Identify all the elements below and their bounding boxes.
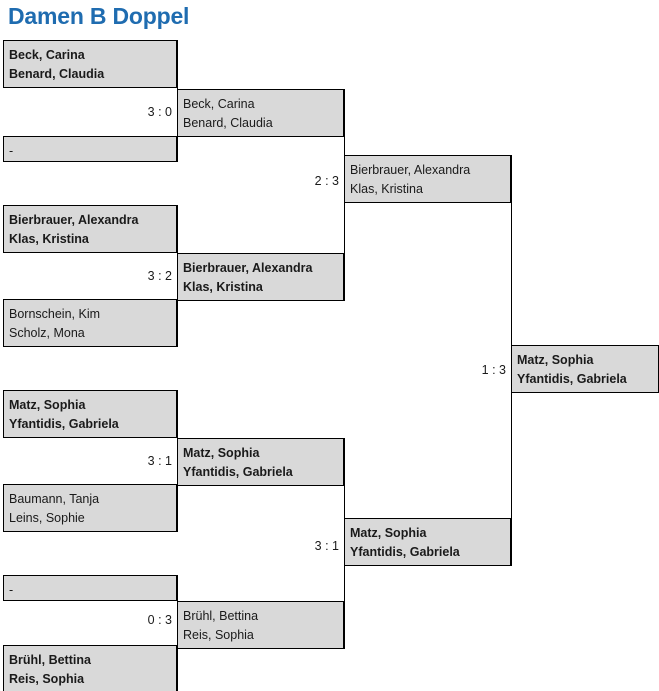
round2-slot-3[interactable]: Matz, Sophia Yfantidis, Gabriela (177, 438, 344, 486)
round1-slot-3[interactable]: Bierbrauer, Alexandra Klas, Kristina (3, 205, 177, 253)
player-line-1: Brühl, Bettina (183, 609, 259, 623)
player-line-1: Bierbrauer, Alexandra (183, 261, 313, 275)
player-line-2: Yfantidis, Gabriela (9, 417, 119, 431)
player-line-2: Yfantidis, Gabriela (183, 465, 293, 479)
player-line-2: Scholz, Mona (9, 326, 85, 340)
player-line-1: Matz, Sophia (183, 446, 260, 460)
final-score: 1 : 3 (481, 363, 506, 377)
player-line-2: Benard, Claudia (9, 67, 105, 81)
round2-slot-1[interactable]: Beck, Carina Benard, Claudia (177, 89, 344, 137)
player-line-2: Reis, Sophia (183, 628, 254, 642)
round1-slot-8[interactable]: Brühl, Bettina Reis, Sophia (3, 645, 177, 691)
player-line-1: Bierbrauer, Alexandra (9, 213, 139, 227)
player-line-2: Benard, Claudia (183, 116, 273, 130)
round1-slot-7[interactable]: - (3, 575, 177, 601)
round2-score-1: 2 : 3 (314, 174, 339, 188)
round1-slot-6[interactable]: Baumann, Tanja Leins, Sophie (3, 484, 177, 532)
player-line-1: Matz, Sophia (350, 526, 427, 540)
player-line-1: Beck, Carina (183, 97, 255, 111)
semifinal-slot-1[interactable]: Bierbrauer, Alexandra Klas, Kristina (344, 155, 511, 203)
player-line-1: Beck, Carina (9, 48, 85, 62)
round1-score-4: 0 : 3 (147, 613, 172, 627)
semifinal-slot-2[interactable]: Matz, Sophia Yfantidis, Gabriela (344, 518, 511, 566)
round1-score-2: 3 : 2 (147, 269, 172, 283)
round1-slot-5[interactable]: Matz, Sophia Yfantidis, Gabriela (3, 390, 177, 438)
player-line-2: Yfantidis, Gabriela (350, 545, 460, 559)
round1-slot-1[interactable]: Beck, Carina Benard, Claudia (3, 40, 177, 88)
player-line-1: - (9, 583, 14, 597)
round1-score-3: 3 : 1 (147, 454, 172, 468)
round1-slot-2[interactable]: - (3, 136, 177, 162)
round1-slot-4[interactable]: Bornschein, Kim Scholz, Mona (3, 299, 177, 347)
player-line-1: Matz, Sophia (9, 398, 86, 412)
round1-score-1: 3 : 0 (147, 105, 172, 119)
player-line-2: Reis, Sophia (9, 672, 85, 686)
player-line-1: Bornschein, Kim (9, 307, 101, 321)
champion-box[interactable]: Matz, Sophia Yfantidis, Gabriela (511, 345, 659, 393)
round2-score-2: 3 : 1 (314, 539, 339, 553)
player-line-1: Matz, Sophia (517, 353, 594, 367)
player-line-2: Klas, Kristina (9, 232, 89, 246)
player-line-2: Leins, Sophie (9, 511, 85, 525)
round2-slot-2[interactable]: Bierbrauer, Alexandra Klas, Kristina (177, 253, 344, 301)
player-line-2: Klas, Kristina (350, 182, 423, 196)
player-line-2: Yfantidis, Gabriela (517, 372, 627, 386)
player-line-1: Bierbrauer, Alexandra (350, 163, 471, 177)
page-title: Damen B Doppel (8, 3, 190, 29)
player-line-2: Klas, Kristina (183, 280, 263, 294)
player-line-1: Baumann, Tanja (9, 492, 100, 506)
player-line-1: - (9, 144, 14, 158)
player-line-1: Brühl, Bettina (9, 653, 91, 667)
round2-slot-4[interactable]: Brühl, Bettina Reis, Sophia (177, 601, 344, 649)
